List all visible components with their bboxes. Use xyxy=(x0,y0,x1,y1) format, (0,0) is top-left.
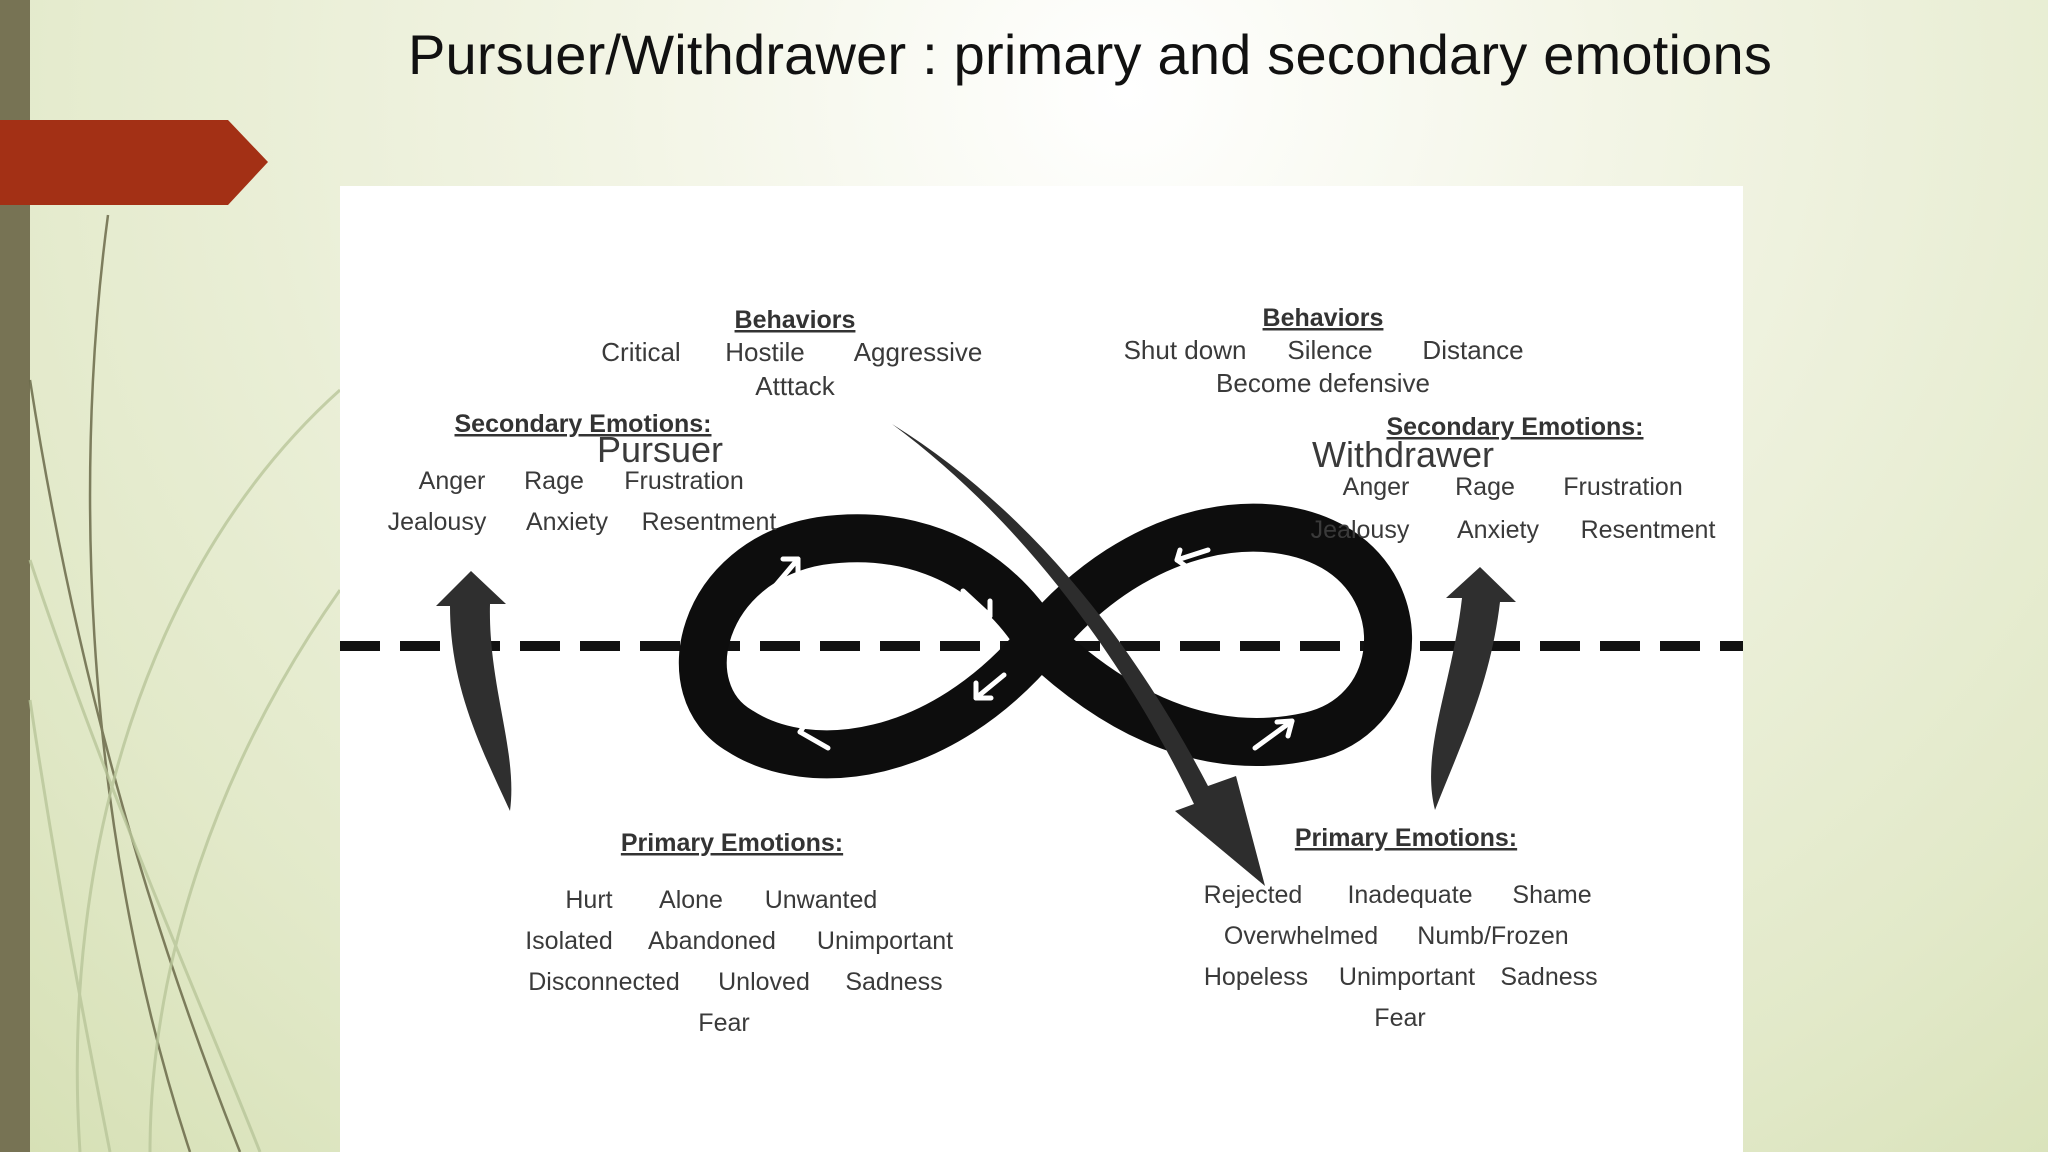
withdrawer-primary-item: Sadness xyxy=(1500,963,1597,991)
decorative-grass-lines xyxy=(28,214,342,1152)
pursuer-secondary-item: Jealousy xyxy=(388,508,487,536)
withdrawer-primary-item: Overwhelmed xyxy=(1224,922,1378,950)
pursuer-behavior-item: Hostile xyxy=(725,337,804,367)
withdrawer-primary-item: Rejected xyxy=(1204,881,1303,909)
withdrawer-primary-header: Primary Emotions: xyxy=(1295,824,1517,852)
withdrawer-behavior-item: Shut down xyxy=(1124,335,1247,365)
withdrawer-secondary-item: Anxiety xyxy=(1457,516,1539,544)
withdrawer-secondary-item: Anger xyxy=(1343,473,1410,501)
loop-arrow-icon xyxy=(773,556,801,588)
title-accent-arrow xyxy=(0,120,268,205)
withdrawer-secondary-item: Frustration xyxy=(1563,473,1682,501)
pursuer-secondary-header: Secondary Emotions: xyxy=(455,410,712,438)
crossing-down-arrow-icon xyxy=(892,424,1265,886)
left-up-arrow-icon xyxy=(436,571,512,811)
pursuer-primary-item: Alone xyxy=(659,886,723,914)
pursuer-primary-item: Fear xyxy=(698,1009,749,1037)
loop-arrow-icon xyxy=(1292,579,1315,616)
withdrawer-behavior-item: Silence xyxy=(1287,335,1372,365)
withdrawer-primary-item: Unimportant xyxy=(1339,963,1475,991)
loop-arrow-icon xyxy=(797,719,831,751)
pursuer-secondary-item: Rage xyxy=(524,467,584,495)
pursuer-primary-item: Disconnected xyxy=(528,968,679,996)
withdrawer-primary-item: Inadequate xyxy=(1347,881,1472,909)
pursuer-title: Pursuer xyxy=(597,429,723,470)
withdrawer-primary-item: Hopeless xyxy=(1204,963,1308,991)
pursuer-secondary-item: Anger xyxy=(419,467,486,495)
pursuer-primary-item: Hurt xyxy=(565,886,612,914)
withdrawer-primary-item: Shame xyxy=(1512,881,1591,909)
loop-arrow-icon xyxy=(973,672,1007,701)
infinity-cycle-loop xyxy=(678,503,1412,779)
withdrawer-secondary-item: Rage xyxy=(1455,473,1515,501)
withdrawer-primary-item: Numb/Frozen xyxy=(1417,922,1568,950)
withdrawer-secondary-item: Resentment xyxy=(1581,516,1716,544)
withdrawer-behaviors-header: Behaviors xyxy=(1263,304,1384,332)
pursuer-behavior-item: Atttack xyxy=(755,371,835,401)
loop-arrow-icon xyxy=(960,588,993,619)
pursuer-secondary-item: Resentment xyxy=(642,508,777,536)
slide-title: Pursuer/Withdrawer : primary and seconda… xyxy=(407,23,1773,86)
loop-arrow-icon xyxy=(1252,718,1295,751)
pursuer-primary-item: Unloved xyxy=(718,968,810,996)
withdrawer-secondary-header: Secondary Emotions: xyxy=(1387,413,1644,441)
withdrawer-behavior-item: Distance xyxy=(1422,335,1523,365)
pursuer-primary-item: Isolated xyxy=(525,927,613,955)
pursuer-primary-item: Unwanted xyxy=(765,886,878,914)
pursuer-primary-item: Sadness xyxy=(845,968,942,996)
withdrawer-behavior-item: Become defensive xyxy=(1216,368,1430,398)
right-up-arrow-icon xyxy=(1431,567,1516,810)
pursuer-behaviors-header: Behaviors xyxy=(735,306,856,334)
pursuer-secondary-item: Frustration xyxy=(624,467,743,495)
loop-arrow-icon xyxy=(1174,547,1211,570)
pursuer-primary-header: Primary Emotions: xyxy=(621,829,843,857)
pursuer-behavior-item: Aggressive xyxy=(854,337,983,367)
withdrawer-title: Withdrawer xyxy=(1312,434,1494,475)
pursuer-behavior-item: Critical xyxy=(601,337,680,367)
pursuer-withdrawer-cycle-diagram: Pursuer Behaviors Critical Hostile Aggre… xyxy=(340,304,1743,1037)
pursuer-secondary-item: Anxiety xyxy=(526,508,608,536)
pursuer-primary-item: Unimportant xyxy=(817,927,953,955)
withdrawer-secondary-item: Jealousy xyxy=(1311,516,1410,544)
diagram-panel: Pursuer Behaviors Critical Hostile Aggre… xyxy=(340,186,1743,1152)
withdrawer-primary-item: Fear xyxy=(1374,1004,1425,1032)
pursuer-primary-item: Abandoned xyxy=(648,927,776,955)
